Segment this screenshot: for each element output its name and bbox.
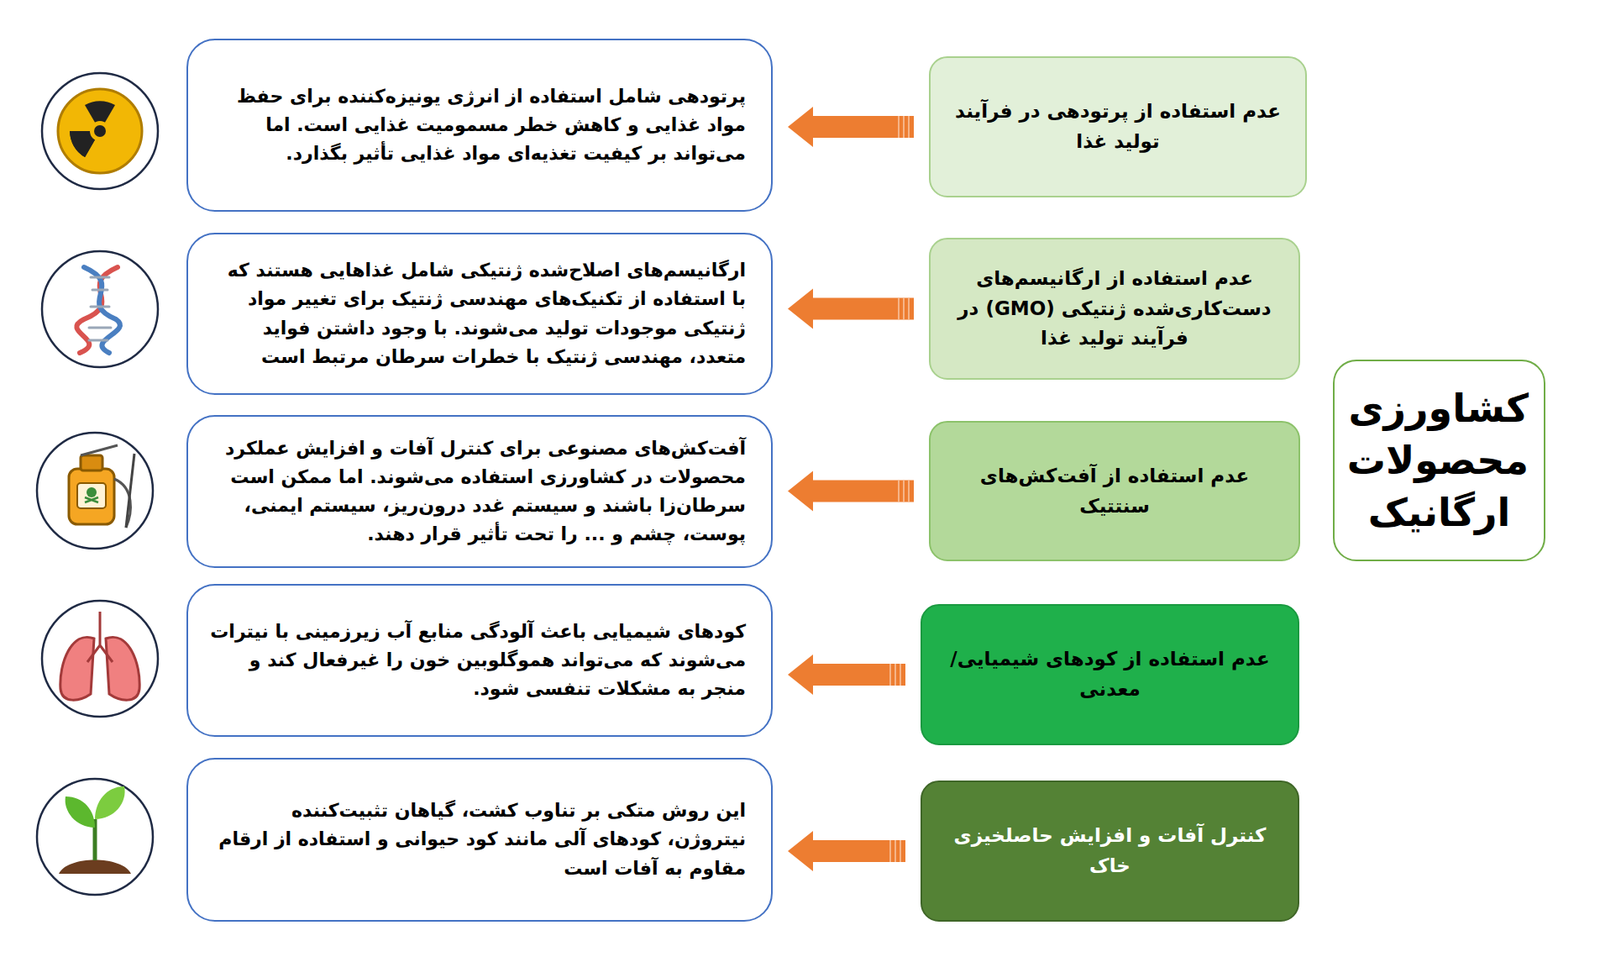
arrow-shape — [787, 830, 906, 871]
sprayer-icon — [68, 445, 135, 528]
description-box: آفت‌کش‌های مصنوعی برای کنترل آفات و افزا… — [186, 414, 773, 568]
principle-box: عدم استفاده از ارگانیسم‌های دست‌کاری‌شده… — [928, 237, 1301, 380]
description-text: ارگانیسم‌های اصلاح‌شده ژنتیکی شامل غذاها… — [209, 256, 746, 371]
principle-box: کنترل آفات و افزایش حاصلخیزی خاک — [920, 780, 1300, 922]
icon-circle — [36, 432, 153, 549]
block-arrow — [787, 471, 914, 512]
arrow-stripe — [897, 115, 900, 138]
principle-text: کنترل آفات و افزایش حاصلخیزی خاک — [940, 820, 1280, 881]
block-arrow — [787, 288, 914, 330]
block-arrow — [787, 106, 914, 147]
icon-circle — [41, 251, 158, 368]
arrow-stripe — [907, 480, 910, 503]
arrow-stripe — [897, 480, 900, 503]
principle-box: عدم استفاده از آفت‌کش‌های سنتتیک — [928, 420, 1301, 562]
lungs-icon — [60, 611, 140, 700]
icon-circle — [41, 600, 158, 717]
description-box: پرتودهی شامل استفاده از انرژی یونیزه‌کنن… — [186, 38, 773, 212]
block-arrow — [787, 654, 906, 695]
description-text: آفت‌کش‌های مصنوعی برای کنترل آفات و افزا… — [209, 434, 746, 549]
icon-circle — [41, 73, 158, 189]
arrow-stripe — [889, 839, 892, 862]
arrow-stripe — [907, 115, 910, 138]
arrow-shape — [787, 654, 906, 695]
dna-icon — [76, 267, 121, 353]
principle-text: عدم استفاده از کودهای شیمیایی/معدنی — [940, 644, 1280, 704]
title-box: کشاورزی محصولات ارگانیک — [1332, 359, 1546, 562]
arrow-stripe — [889, 663, 892, 686]
arrow-stripe — [894, 839, 897, 862]
principle-text: عدم استفاده از پرتودهی در فرآیند تولید غ… — [949, 96, 1287, 157]
arrow-shape — [787, 106, 914, 147]
radiation-icon — [57, 89, 142, 174]
description-text: کودهای شیمیایی باعث آلودگی منابع آب زیرز… — [209, 617, 746, 703]
arrow-stripe — [902, 298, 905, 320]
arrow-stripe — [897, 298, 900, 320]
plant-icon — [58, 786, 132, 874]
description-box: این روش متکی بر تناوب کشت، گیاهان تثبیت‌… — [186, 757, 773, 922]
arrow-stripe — [902, 115, 905, 138]
icon-circle — [36, 778, 153, 895]
description-box: کودهای شیمیایی باعث آلودگی منابع آب زیرز… — [186, 583, 773, 737]
arrow-stripe — [899, 663, 902, 686]
arrow-stripe — [907, 298, 910, 320]
principle-box: عدم استفاده از پرتودهی در فرآیند تولید غ… — [928, 56, 1307, 198]
block-arrow — [787, 830, 906, 871]
title-text: کشاورزی محصولات ارگانیک — [1349, 382, 1529, 539]
description-text: این روش متکی بر تناوب کشت، گیاهان تثبیت‌… — [209, 796, 746, 882]
principle-box: عدم استفاده از کودهای شیمیایی/معدنی — [920, 603, 1300, 745]
arrow-stripe — [902, 480, 905, 503]
description-text: پرتودهی شامل استفاده از انرژی یونیزه‌کنن… — [209, 82, 746, 168]
arrow-stripe — [899, 839, 902, 862]
description-box: ارگانیسم‌های اصلاح‌شده ژنتیکی شامل غذاها… — [186, 232, 773, 395]
principle-text: عدم استفاده از آفت‌کش‌های سنتتیک — [949, 461, 1280, 521]
principle-text: عدم استفاده از ارگانیسم‌های دست‌کاری‌شده… — [949, 263, 1280, 354]
arrow-stripe — [894, 663, 897, 686]
arrow-shape — [787, 288, 914, 330]
arrow-shape — [787, 471, 914, 512]
